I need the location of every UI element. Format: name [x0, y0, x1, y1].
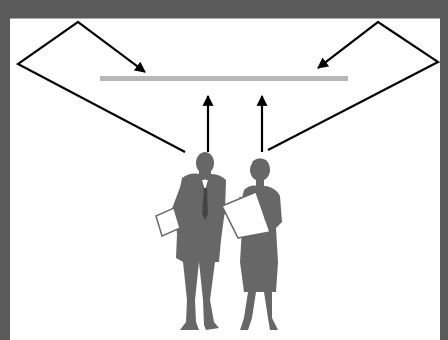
businesswoman-figure — [222, 158, 282, 330]
corner-to-band-arrow-right — [268, 22, 438, 150]
light-band — [100, 76, 348, 81]
businessman-figure — [156, 152, 226, 330]
corner-to-band-arrow-left — [18, 22, 185, 152]
frame-right-border — [440, 18, 448, 340]
frame-left-border — [0, 18, 10, 340]
